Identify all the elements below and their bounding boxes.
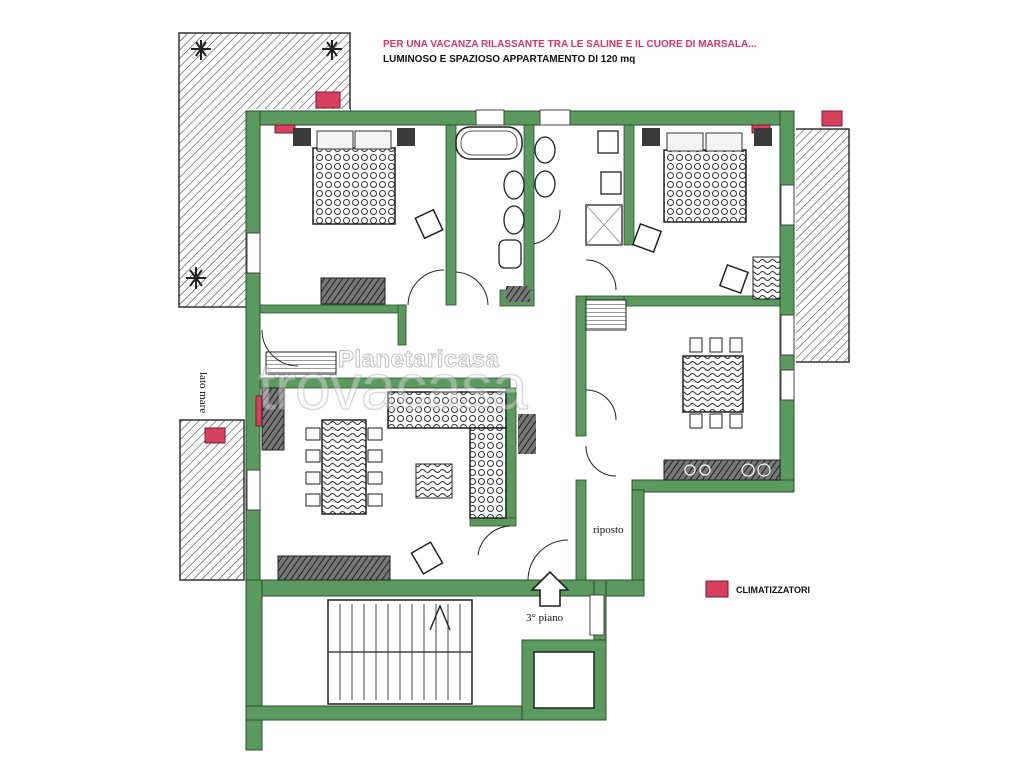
sea-side-label: lato mare (197, 372, 209, 414)
terrace-right (794, 128, 850, 363)
floor-number-label: 3° piano (526, 612, 564, 624)
dining-chairs-right (689, 337, 743, 429)
coffee-table (415, 463, 453, 499)
plant-icon (186, 40, 342, 289)
dining-table-right (682, 355, 744, 413)
tv-unit (277, 555, 391, 581)
bathtub (455, 126, 523, 160)
ac-unit-icon (204, 91, 843, 444)
sanitary-fixtures (498, 130, 623, 269)
cabinet (518, 414, 536, 454)
windows (246, 109, 795, 636)
storage-room-label: riposto (593, 524, 624, 536)
shelving-unit (265, 351, 337, 375)
second-bed (642, 128, 772, 223)
wardrobe (320, 277, 386, 305)
staircase (327, 599, 473, 705)
dining-table-left (321, 419, 367, 515)
cabinet (506, 286, 530, 302)
elevator (521, 639, 607, 721)
shelving-unit (585, 299, 627, 331)
door-swings (261, 209, 617, 581)
sofa (387, 391, 507, 519)
wardrobe (752, 256, 781, 300)
chair-icon (410, 541, 444, 575)
stove-icon (684, 463, 771, 477)
kitchen-counter (663, 459, 781, 481)
dining-chairs-left (305, 427, 383, 507)
terrace-bottom-left (179, 419, 245, 581)
legend-swatch-ac (705, 580, 729, 598)
master-bed (293, 128, 415, 225)
entrance-arrow-icon (530, 570, 570, 607)
legend-ac-label: CLIMATIZZATORI (736, 585, 810, 595)
headline-apartment-size: LUMINOSO E SPAZIOSO APPARTAMENTO DI 120 … (383, 54, 636, 65)
headline-tagline: PER UNA VACANZA RILASSANTE TRA LE SALINE… (383, 39, 757, 50)
sideboard (261, 387, 285, 451)
chair-icon (414, 208, 444, 240)
chair-icon (631, 222, 750, 295)
